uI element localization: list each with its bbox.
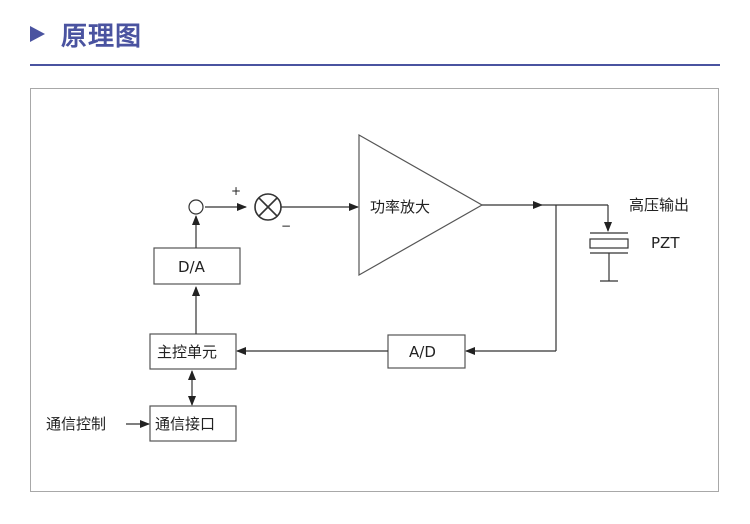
plus-sign: + xyxy=(231,184,241,198)
reference-node-icon xyxy=(188,199,204,215)
da-label: D/A xyxy=(178,258,206,276)
pzt-label: PZT xyxy=(651,234,680,252)
page-title: 原理图 xyxy=(61,21,143,52)
ad-label: A/D xyxy=(409,343,436,361)
comm-interface-block xyxy=(149,405,237,442)
title-divider xyxy=(30,64,720,66)
summing-junction-icon xyxy=(254,193,282,221)
triangle-bullet-icon xyxy=(30,26,45,42)
power-amplifier-block xyxy=(358,133,484,277)
comm-control-label: 通信控制 xyxy=(46,415,106,433)
diagram-frame xyxy=(30,88,719,492)
power-amp-label: 功率放大 xyxy=(370,198,430,216)
pzt-icon xyxy=(589,232,629,282)
section-header: 原理图 xyxy=(30,14,142,54)
da-block xyxy=(153,247,241,285)
minus-sign: − xyxy=(281,219,291,233)
hv-output-label: 高压输出 xyxy=(629,196,689,214)
comm-interface-label: 通信接口 xyxy=(155,415,215,433)
main-control-block xyxy=(149,333,237,370)
main-control-label: 主控单元 xyxy=(157,343,217,361)
